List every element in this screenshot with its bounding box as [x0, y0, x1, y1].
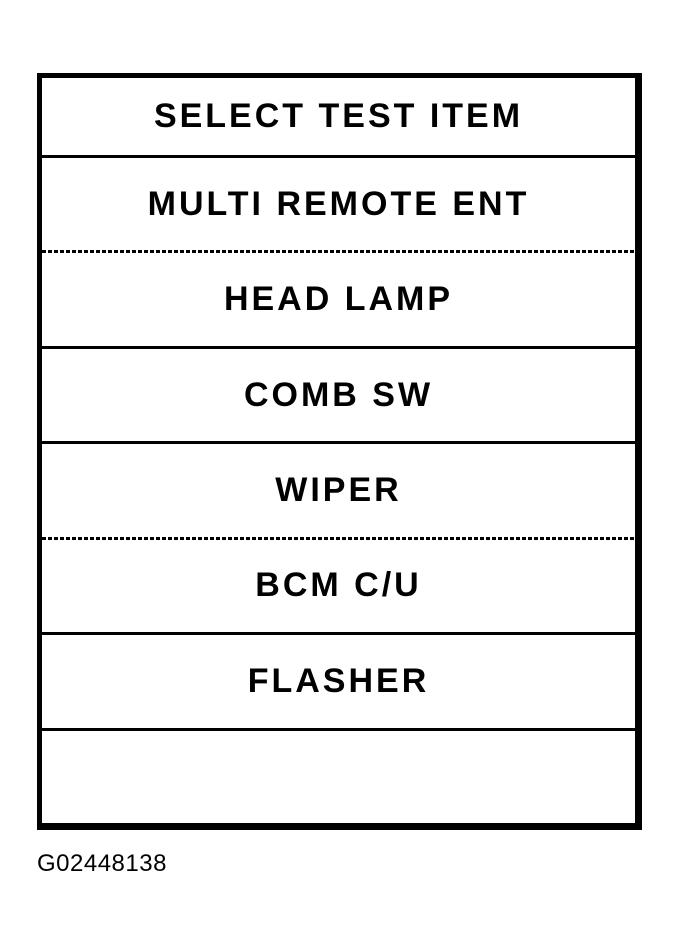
- menu-item-label: COMB SW: [243, 375, 434, 414]
- row-divider-solid: [42, 345, 635, 349]
- row-divider-solid: [42, 632, 635, 636]
- row-divider-solid: [42, 441, 635, 445]
- menu-item-label: WIPER: [275, 470, 402, 509]
- menu-item-label: HEAD LAMP: [223, 280, 454, 319]
- menu-item-wiper[interactable]: WIPER: [42, 444, 635, 536]
- menu-item-multi-remote-ent[interactable]: MULTI REMOTE ENT: [42, 158, 635, 250]
- menu-item-head-lamp[interactable]: HEAD LAMP: [42, 253, 635, 345]
- menu-item-label: BCM C/U: [255, 566, 422, 605]
- figure-id: G02448138: [37, 850, 167, 877]
- menu-header: SELECT TEST ITEM: [42, 78, 635, 155]
- row-divider-solid: [42, 155, 635, 158]
- menu-item-label: FLASHER: [247, 661, 430, 700]
- row-divider-solid: [42, 727, 635, 731]
- menu-item-flasher[interactable]: FLASHER: [42, 635, 635, 727]
- test-item-menu: SELECT TEST ITEM MULTI REMOTE ENT HEAD L…: [37, 73, 642, 830]
- row-divider-dotted: [42, 536, 635, 540]
- menu-item-empty: [42, 731, 635, 823]
- menu-item-bcm-cu[interactable]: BCM C/U: [42, 540, 635, 632]
- menu-item-label: MULTI REMOTE ENT: [147, 184, 530, 223]
- menu-header-label: SELECT TEST ITEM: [153, 97, 524, 135]
- row-divider-dotted: [42, 250, 635, 254]
- menu-item-comb-sw[interactable]: COMB SW: [42, 349, 635, 441]
